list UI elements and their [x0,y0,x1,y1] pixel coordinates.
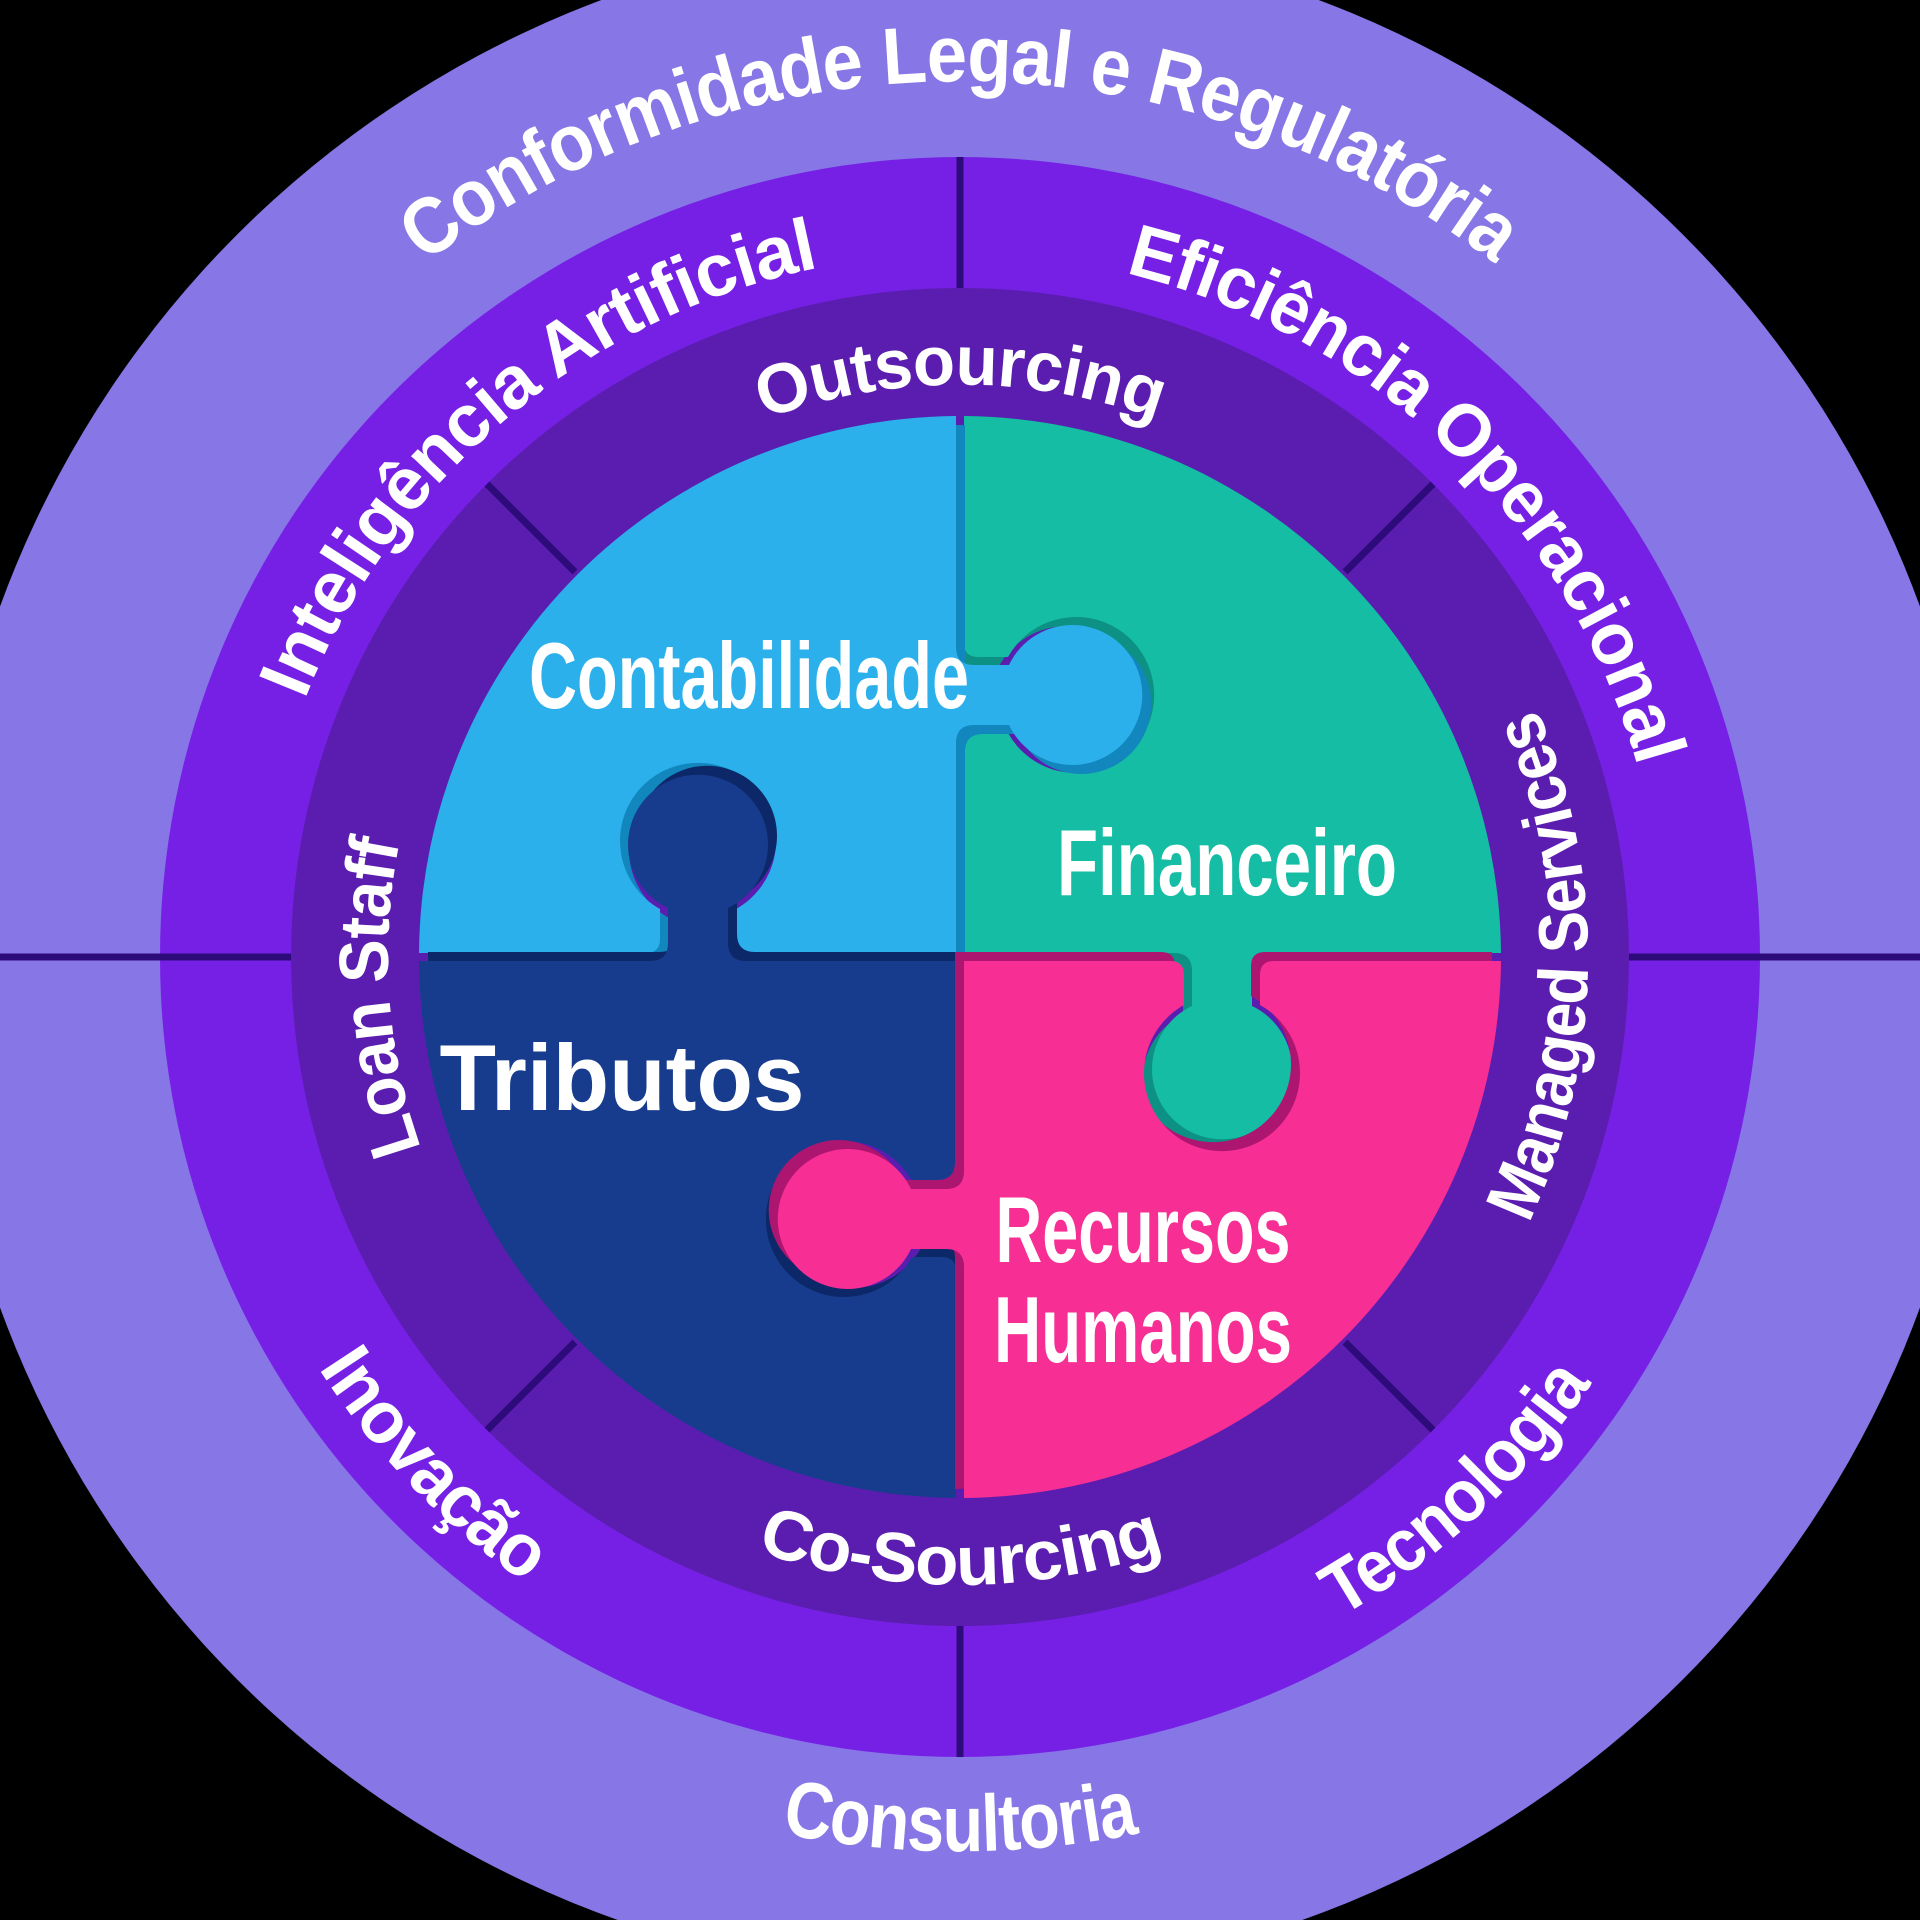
label-tributos: Tributos [440,1025,805,1130]
label-contabilidade: Contabilidade [529,623,969,728]
label-financeiro: Financeiro [1057,810,1397,915]
divider-nw [484,481,578,575]
label-humanos: Humanos [994,1277,1292,1382]
divider-sw [484,1339,578,1433]
label-consultoria: Consultoria [778,1762,1143,1868]
divider-ne [1342,481,1436,575]
divider-se [1342,1339,1436,1433]
puzzle [419,416,1501,1498]
label-recursos: Recursos [996,1177,1291,1282]
ring-dividers [0,157,1920,1757]
